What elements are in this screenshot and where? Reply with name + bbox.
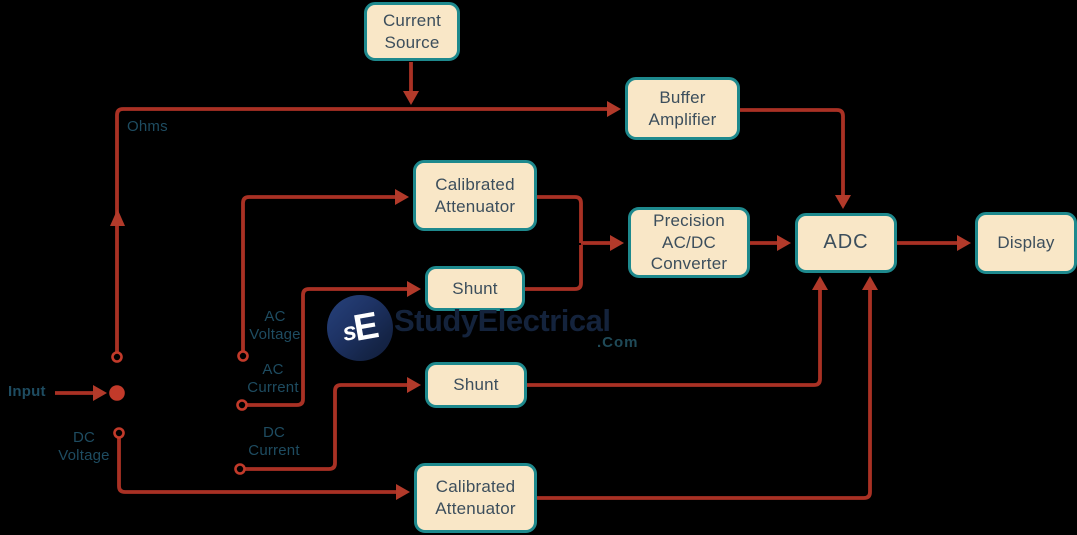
wire-shunt-bottom-to-adc [527,276,828,387]
block-display: Display [975,212,1077,274]
block-shunt-top: Shunt [425,266,525,311]
block-buffer-amplifier-label: Buffer Amplifier [648,87,717,129]
label-ac-voltage: AC Voltage [249,308,301,343]
block-display-label: Display [997,233,1055,253]
terminal-ac-current [236,399,248,411]
block-buffer-amplifier: Buffer Amplifier [625,77,740,140]
wire-attenuator-top-out [537,195,583,243]
label-ohms: Ohms [127,118,168,135]
wire-dc-current-to-shunt [245,377,421,471]
wire-ac-current-to-shunt [247,281,421,407]
terminal-ohms [111,351,123,363]
wire-attenuator-bottom-to-adc [537,276,878,500]
block-calibrated-attenuator-bottom: Calibrated Attenuator [414,463,537,533]
block-adc: ADC [795,213,897,273]
ohms-up-arrowhead-icon [110,209,125,226]
block-shunt-bottom-label: Shunt [453,375,499,395]
block-shunt-top-label: Shunt [452,278,498,298]
terminal-ac-voltage [237,350,249,362]
wire-buffer-to-adc [740,108,851,209]
wire-ohms-to-buffer [115,101,621,352]
block-calibrated-attenuator-top-label: Calibrated Attenuator [434,174,516,216]
terminal-dc-current [234,463,246,475]
block-shunt-bottom: Shunt [425,362,527,408]
label-ac-current: AC Current [247,361,299,396]
block-adc-label: ADC [823,231,869,254]
label-dc-voltage: DC Voltage [58,429,110,464]
label-dc-current: DC Current [248,424,300,459]
block-precision-converter-label: Precision AC/DC Converter [650,210,728,274]
block-current-source-label: Current Source [382,10,442,52]
block-calibrated-attenuator-top: Calibrated Attenuator [413,160,537,231]
terminal-dc-voltage [113,427,125,439]
watermark-brand: StudyElectrical [394,303,611,338]
block-calibrated-attenuator-bottom-label: Calibrated Attenuator [435,477,516,518]
wire-shunt-top-out [525,245,583,291]
wire-dc-voltage-to-attenuator [117,438,410,500]
wire-ac-voltage-to-attenuator [241,189,409,351]
watermark-suffix: .Com [597,334,639,351]
label-input: Input [8,383,46,400]
input-junction-dot [109,385,125,401]
block-current-source: Current Source [364,2,460,61]
block-precision-converter: Precision AC/DC Converter [628,207,750,278]
